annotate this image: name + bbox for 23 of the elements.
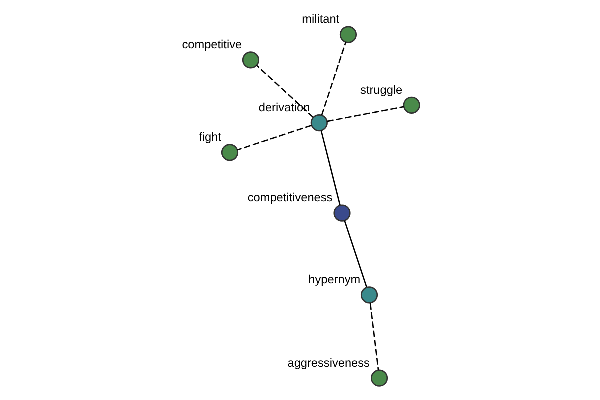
node-circle (333, 204, 350, 222)
node-label: competitive (182, 38, 242, 52)
node-circle (242, 52, 260, 69)
node-label: aggressiveness (287, 356, 370, 370)
connector (320, 42, 346, 116)
node-label: struggle (360, 82, 402, 97)
node-label: militant (302, 12, 340, 26)
node-circle (220, 144, 238, 162)
connector (236, 124, 312, 151)
node-label: fight (198, 130, 221, 144)
node-circle (360, 286, 378, 304)
node-circle (310, 114, 328, 132)
node-label: hypernym (308, 272, 360, 287)
node-label: derivation (258, 100, 310, 114)
connector (256, 65, 314, 118)
node-circle (339, 26, 357, 44)
node-circle (370, 370, 388, 387)
connector (369, 303, 379, 370)
connector (326, 106, 404, 122)
node-circle (402, 96, 420, 114)
connector (320, 130, 340, 206)
node-label: competitiveness (247, 190, 332, 205)
connector (344, 220, 368, 288)
